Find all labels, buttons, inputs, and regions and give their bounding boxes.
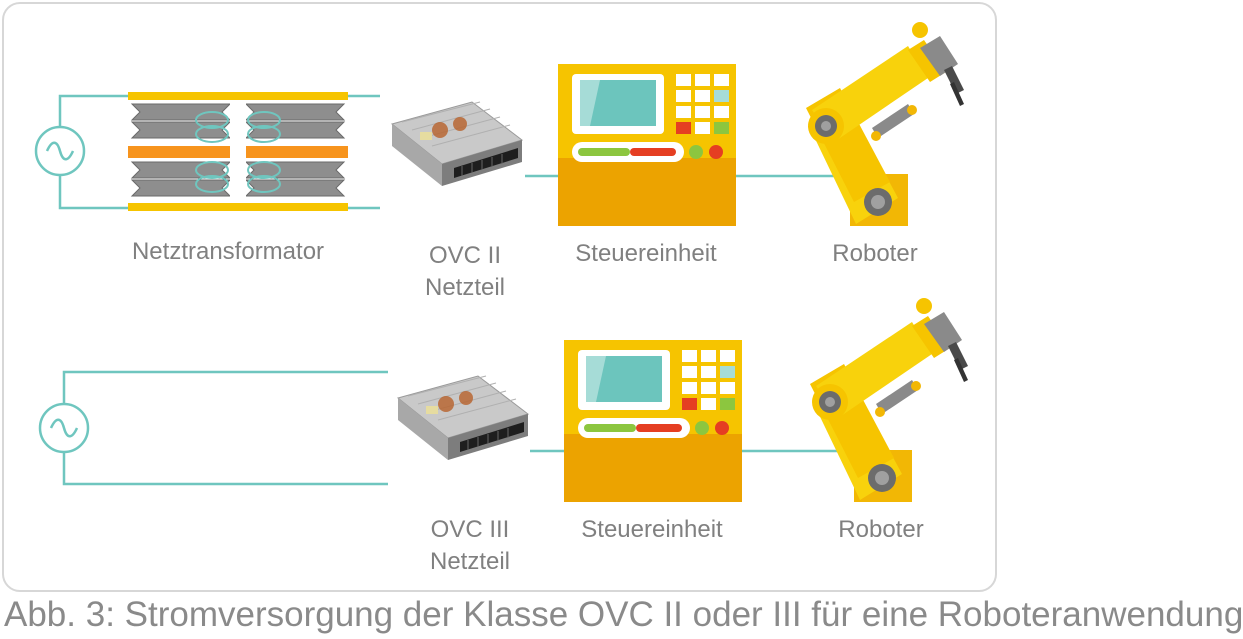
psu-ovc3-label-line2: Netzteil (429, 548, 511, 575)
power-supply-diagram (34, 22, 968, 502)
ac-source-icon (34, 125, 86, 177)
robot-label: Roboter (838, 516, 924, 543)
figure-caption: Abb. 3: Stromversorgung der Klasse OVC I… (4, 595, 1243, 634)
transformer-label: Netztransformator (131, 238, 325, 265)
psu-ovc2-label: OVC II Netzteil (400, 240, 530, 304)
psu-ovc3-label-line1: OVC III (430, 516, 510, 543)
psu-ovc2-icon (391, 101, 523, 187)
psu-ovc2-label-line1: OVC II (428, 242, 501, 269)
psu-ovc3-icon (397, 375, 529, 461)
robot-arm-icon (806, 22, 964, 226)
transformer-icon (128, 92, 348, 211)
control-unit-label: Steuereinheit (581, 516, 723, 543)
row2-wiring (62, 370, 840, 486)
psu-ovc3-label: OVC III Netzteil (405, 514, 535, 578)
psu-ovc2-label-line2: Netzteil (424, 274, 506, 301)
robot-label: Roboter (832, 240, 918, 267)
control-unit-icon (558, 64, 736, 226)
robot-arm-icon (810, 298, 968, 502)
control-unit-icon (564, 340, 742, 502)
control-unit-label: Steuereinheit (575, 240, 717, 267)
ac-source-icon (38, 402, 90, 454)
diagram-frame (2, 2, 997, 592)
